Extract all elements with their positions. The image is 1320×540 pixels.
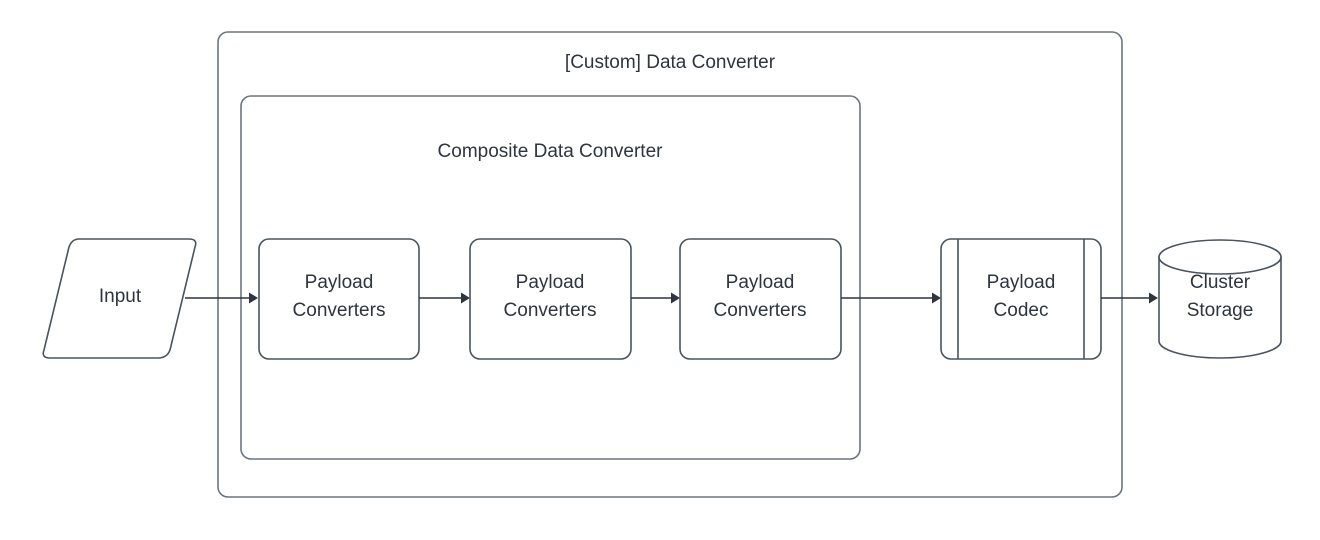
payload-codec-label-line-1: Payload [987, 272, 1056, 293]
payload-converters-3-label-line-2: Converters [714, 300, 807, 321]
connector-payload-converters-2-to-3 [631, 292, 680, 304]
payload-codec-label-line-2: Codec [994, 300, 1049, 321]
node-payload-codec[interactable]: Payload Codec [940, 238, 1102, 360]
connector-payload-converters-1-to-2 [419, 292, 470, 304]
node-cluster-storage[interactable]: Cluster Storage [1158, 239, 1282, 359]
payload-converters-3-label-line-1: Payload [726, 272, 795, 293]
cluster-storage-top-ellipse [1158, 239, 1282, 275]
input-shape[interactable] [42, 238, 197, 359]
composite-data-converter-label: Composite Data Converter [438, 141, 664, 162]
node-payload-converters-1[interactable]: Payload Converters [258, 238, 420, 360]
custom-data-converter-label: [Custom] Data Converter [565, 52, 776, 73]
payload-converters-1-label-line-2: Converters [293, 300, 386, 321]
arrow-head-icon [671, 292, 680, 304]
payload-converters-1-label-line-1: Payload [305, 272, 374, 293]
connector-payload-converters-3-to-payload-codec [841, 292, 941, 304]
arrow-head-icon [249, 292, 258, 304]
node-payload-converters-2[interactable]: Payload Converters [469, 238, 632, 360]
input-label: Input [99, 286, 142, 307]
arrow-head-icon [1149, 292, 1158, 304]
payload-converters-2-label-line-1: Payload [516, 272, 585, 293]
cluster-storage-label-line-1: Cluster [1190, 272, 1251, 293]
arrow-head-icon [461, 292, 470, 304]
cluster-storage-label-line-2: Storage [1187, 300, 1254, 321]
cluster-storage-body[interactable] [1158, 256, 1282, 359]
connector-payload-codec-to-cluster-storage [1101, 292, 1158, 304]
payload-converters-2-box[interactable] [469, 238, 632, 360]
node-payload-converters-3[interactable]: Payload Converters [679, 238, 842, 360]
payload-converters-1-box[interactable] [258, 238, 420, 360]
connector-input-to-payload-converters-1 [185, 292, 258, 304]
payload-converters-3-box[interactable] [679, 238, 842, 360]
node-input[interactable]: Input [42, 238, 197, 359]
payload-converters-2-label-line-2: Converters [504, 300, 597, 321]
payload-codec-box[interactable] [940, 238, 1102, 360]
arrow-head-icon [932, 292, 941, 304]
